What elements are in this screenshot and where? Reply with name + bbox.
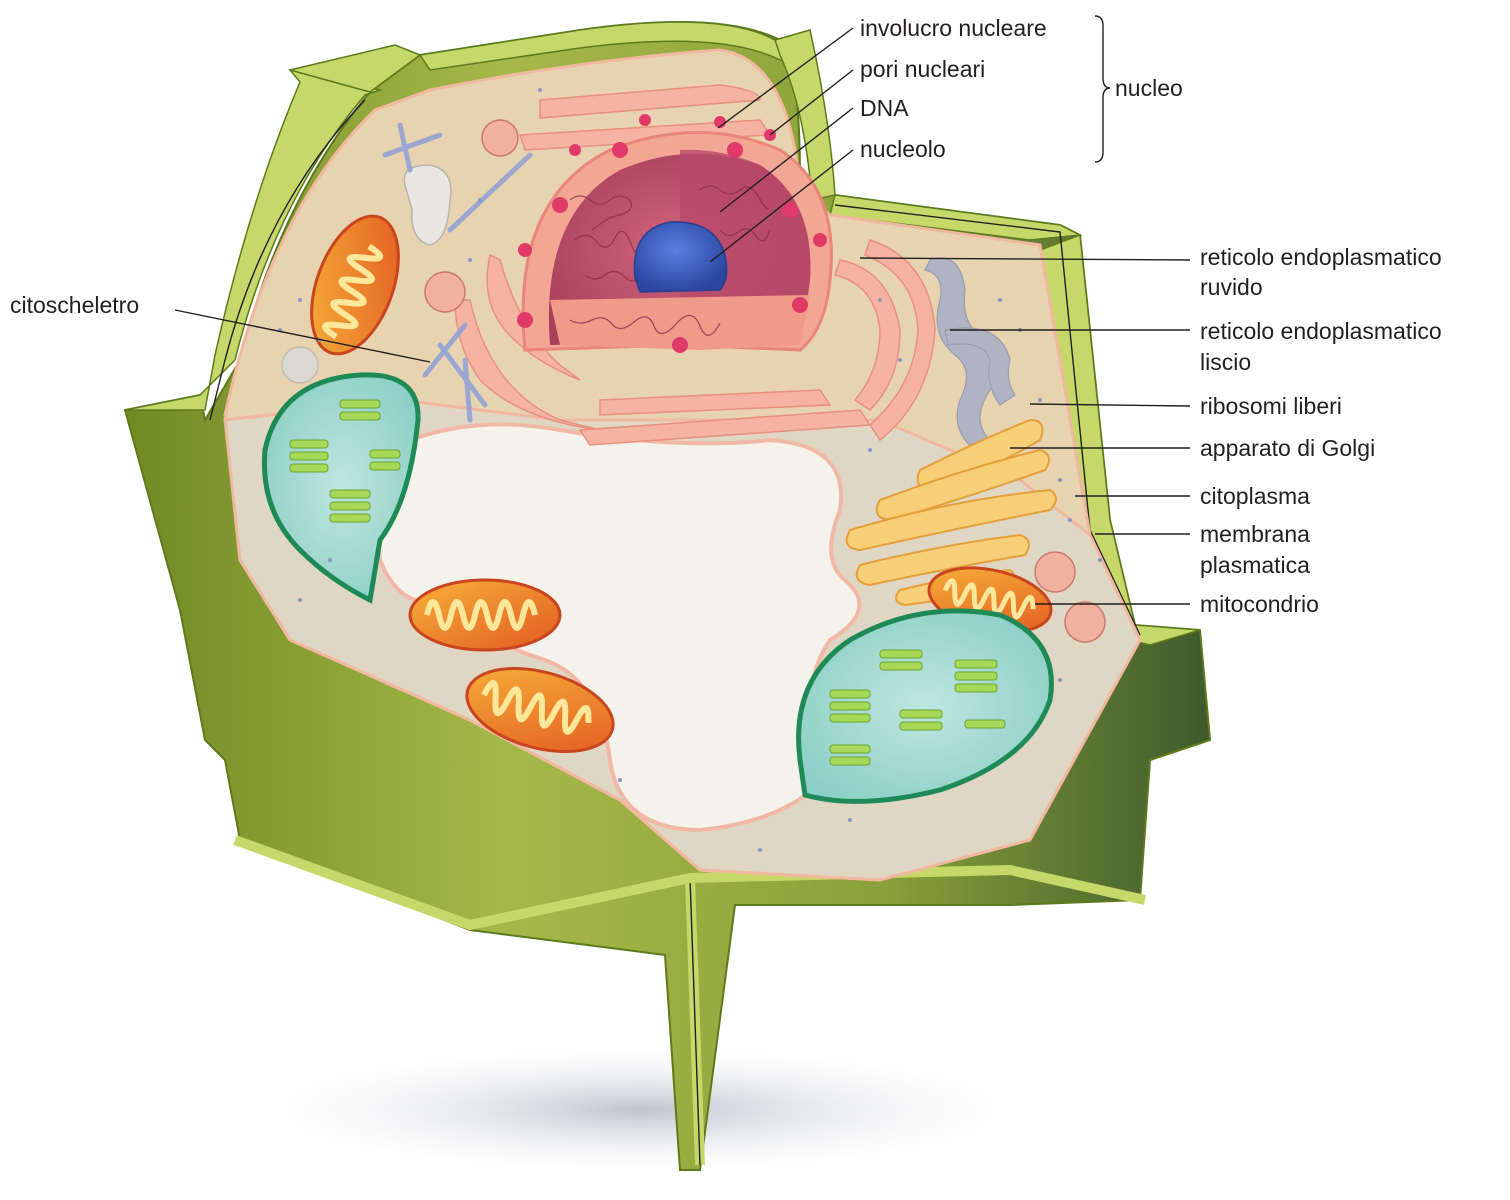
central-vacuole bbox=[376, 422, 862, 833]
label-nucleo: nucleo bbox=[1115, 75, 1183, 101]
label-membrana-line1: membrana bbox=[1200, 521, 1310, 547]
label-mitocondrio: mitocondrio bbox=[1200, 591, 1319, 617]
labels: involucro nucleare pori nucleari DNA nuc… bbox=[10, 15, 1442, 617]
label-citoscheletro: citoscheletro bbox=[10, 292, 139, 318]
label-ser-line1: reticolo endoplasmatico bbox=[1200, 318, 1442, 344]
cell-shadow bbox=[220, 1040, 1060, 1180]
label-citoplasma: citoplasma bbox=[1200, 483, 1310, 509]
nucleus bbox=[517, 114, 833, 353]
label-pori-nucleari: pori nucleari bbox=[860, 56, 985, 82]
nuclear-pores bbox=[517, 114, 827, 353]
golgi-apparatus bbox=[845, 418, 1057, 607]
label-dna: DNA bbox=[860, 95, 909, 121]
label-ribosomi-liberi: ribosomi liberi bbox=[1200, 393, 1342, 419]
label-membrana-line2: plasmatica bbox=[1200, 552, 1310, 578]
cytoskeleton bbox=[382, 122, 533, 423]
label-rer-line1: reticolo endoplasmatico bbox=[1200, 244, 1442, 270]
chloroplast bbox=[261, 372, 1054, 804]
label-ser-line2: liscio bbox=[1200, 349, 1251, 375]
rough-er bbox=[454, 84, 936, 446]
free-ribosomes bbox=[278, 88, 1102, 852]
leader-lines bbox=[174, 15, 1191, 605]
nucleolus bbox=[633, 221, 728, 293]
label-golgi: apparato di Golgi bbox=[1200, 435, 1375, 461]
smooth-er bbox=[924, 257, 1016, 451]
vacuole-small bbox=[281, 164, 452, 384]
label-involucro-nucleare: involucro nucleare bbox=[860, 15, 1047, 41]
label-rer-line2: ruvido bbox=[1200, 274, 1263, 300]
nucleo-brace bbox=[1094, 15, 1111, 163]
label-nucleolo: nucleolo bbox=[860, 136, 946, 162]
mitochondrion bbox=[310, 214, 1053, 754]
vesicles bbox=[424, 119, 1106, 643]
